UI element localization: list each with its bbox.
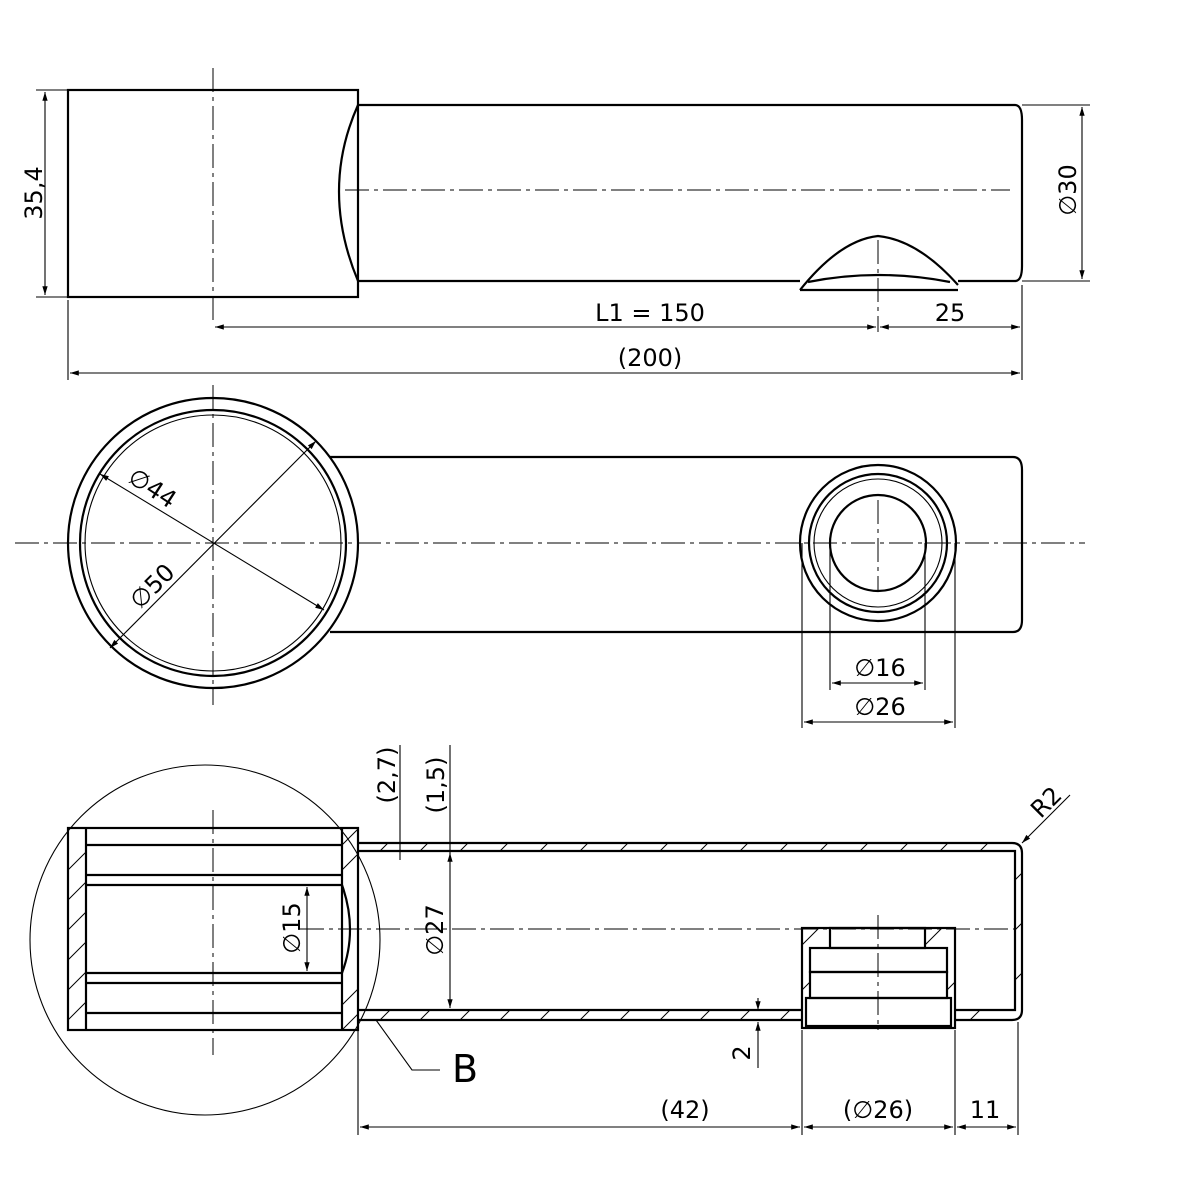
dist-42-label: (42) bbox=[660, 1096, 709, 1124]
l1-label: L1 = 150 bbox=[595, 299, 705, 327]
wall-a-label: (2,7) bbox=[373, 747, 401, 804]
end-11-label: 11 bbox=[970, 1096, 1001, 1124]
plan-view: ∅44 ∅50 ∅16 ∅26 bbox=[15, 385, 1085, 728]
boss-width-label: (∅26) bbox=[843, 1096, 913, 1124]
boss-height-label: 2 bbox=[728, 1045, 756, 1060]
detail-b-circle bbox=[29, 764, 381, 1116]
wall-b-label: (1,5) bbox=[422, 757, 450, 814]
section-view: (2,7) (1,5) R2 ∅15 ∅27 2 B (42) (∅26) 11 bbox=[29, 745, 1071, 1135]
top-view: 35,4 ∅30 L1 = 150 25 (200) bbox=[20, 68, 1090, 380]
bore-diameter-label: ∅16 bbox=[854, 654, 905, 682]
outer-diameter-label: ∅50 bbox=[124, 558, 180, 614]
detail-b-label: B bbox=[452, 1047, 478, 1091]
tube-diameter-label: ∅30 bbox=[1054, 164, 1082, 215]
end-offset-label: 25 bbox=[935, 299, 966, 327]
detail-bore-label: ∅15 bbox=[278, 902, 306, 953]
radius-label: R2 bbox=[1025, 781, 1067, 823]
tube-inner-label: ∅27 bbox=[421, 904, 449, 955]
boss-diameter-label: ∅26 bbox=[854, 693, 905, 721]
height-label: 35,4 bbox=[20, 166, 48, 219]
total-length-label: (200) bbox=[618, 344, 683, 372]
